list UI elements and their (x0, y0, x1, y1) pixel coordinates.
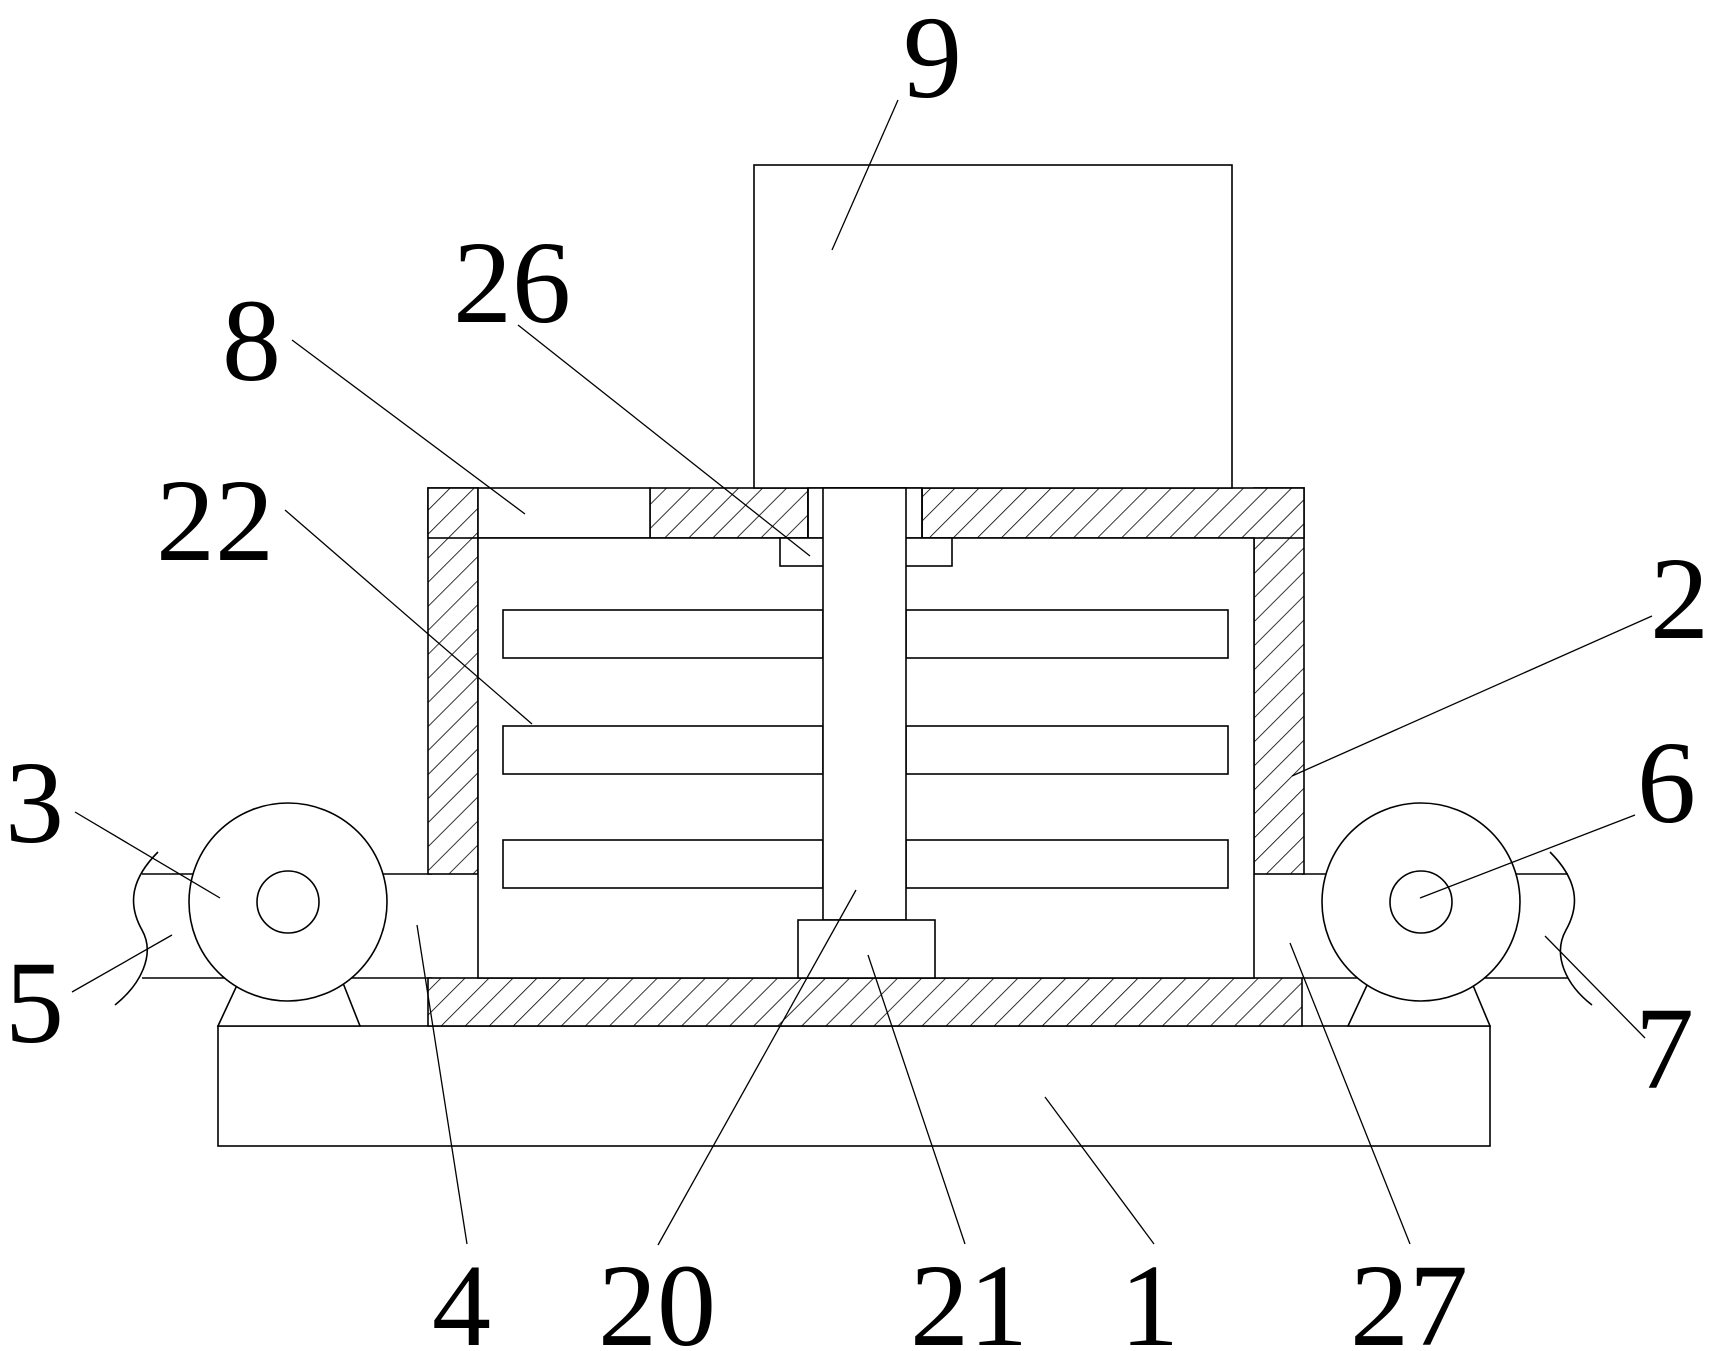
leader-27 (1289, 942, 1411, 1245)
leader-4 (416, 924, 468, 1245)
leader-20 (657, 889, 857, 1246)
leader-22 (284, 509, 533, 725)
label-2: 2 (1650, 533, 1709, 664)
leader-3 (74, 811, 221, 899)
leader-7 (1544, 935, 1646, 1039)
blade-left-3 (502, 839, 824, 889)
label-3: 3 (5, 737, 64, 868)
right-belt-break (1549, 851, 1593, 1006)
label-22: 22 (156, 455, 274, 586)
label-9: 9 (903, 0, 962, 123)
label-6: 6 (1637, 717, 1696, 848)
housing-top-left (427, 487, 479, 539)
label-7: 7 (1635, 983, 1694, 1114)
housing-top-mid (649, 487, 809, 539)
bottom-hatched-plate (427, 977, 1303, 1027)
right-wheel-axle (1389, 870, 1453, 934)
housing-top-right (921, 487, 1305, 539)
blade-right-1 (905, 609, 1229, 659)
left-belt-break (114, 851, 159, 1006)
housing-left-wall (427, 487, 479, 875)
leader-2 (1291, 615, 1653, 777)
blade-right-3 (905, 839, 1229, 889)
leader-26 (517, 324, 811, 557)
label-27: 27 (1350, 1240, 1468, 1351)
label-21: 21 (910, 1240, 1028, 1351)
feed-opening (477, 487, 651, 539)
label-4: 4 (432, 1240, 491, 1351)
leader-5 (71, 934, 173, 993)
leader-21 (867, 954, 966, 1245)
left-wheel-axle (256, 870, 320, 934)
housing-right-wall (1253, 487, 1305, 875)
motor-box (753, 164, 1233, 489)
bearing-block (797, 919, 936, 979)
blade-left-2 (502, 725, 824, 775)
leader-9 (831, 99, 899, 251)
label-20: 20 (598, 1240, 716, 1351)
blade-right-2 (905, 725, 1229, 775)
label-8: 8 (222, 275, 281, 406)
label-5: 5 (5, 937, 64, 1068)
base-plate (217, 1025, 1491, 1147)
blade-left-1 (502, 609, 824, 659)
leader-6 (1419, 814, 1636, 899)
shaft (822, 487, 907, 921)
leader-8 (291, 339, 526, 515)
label-1: 1 (1120, 1240, 1179, 1351)
leader-1 (1044, 1096, 1155, 1245)
label-26: 26 (453, 217, 571, 348)
